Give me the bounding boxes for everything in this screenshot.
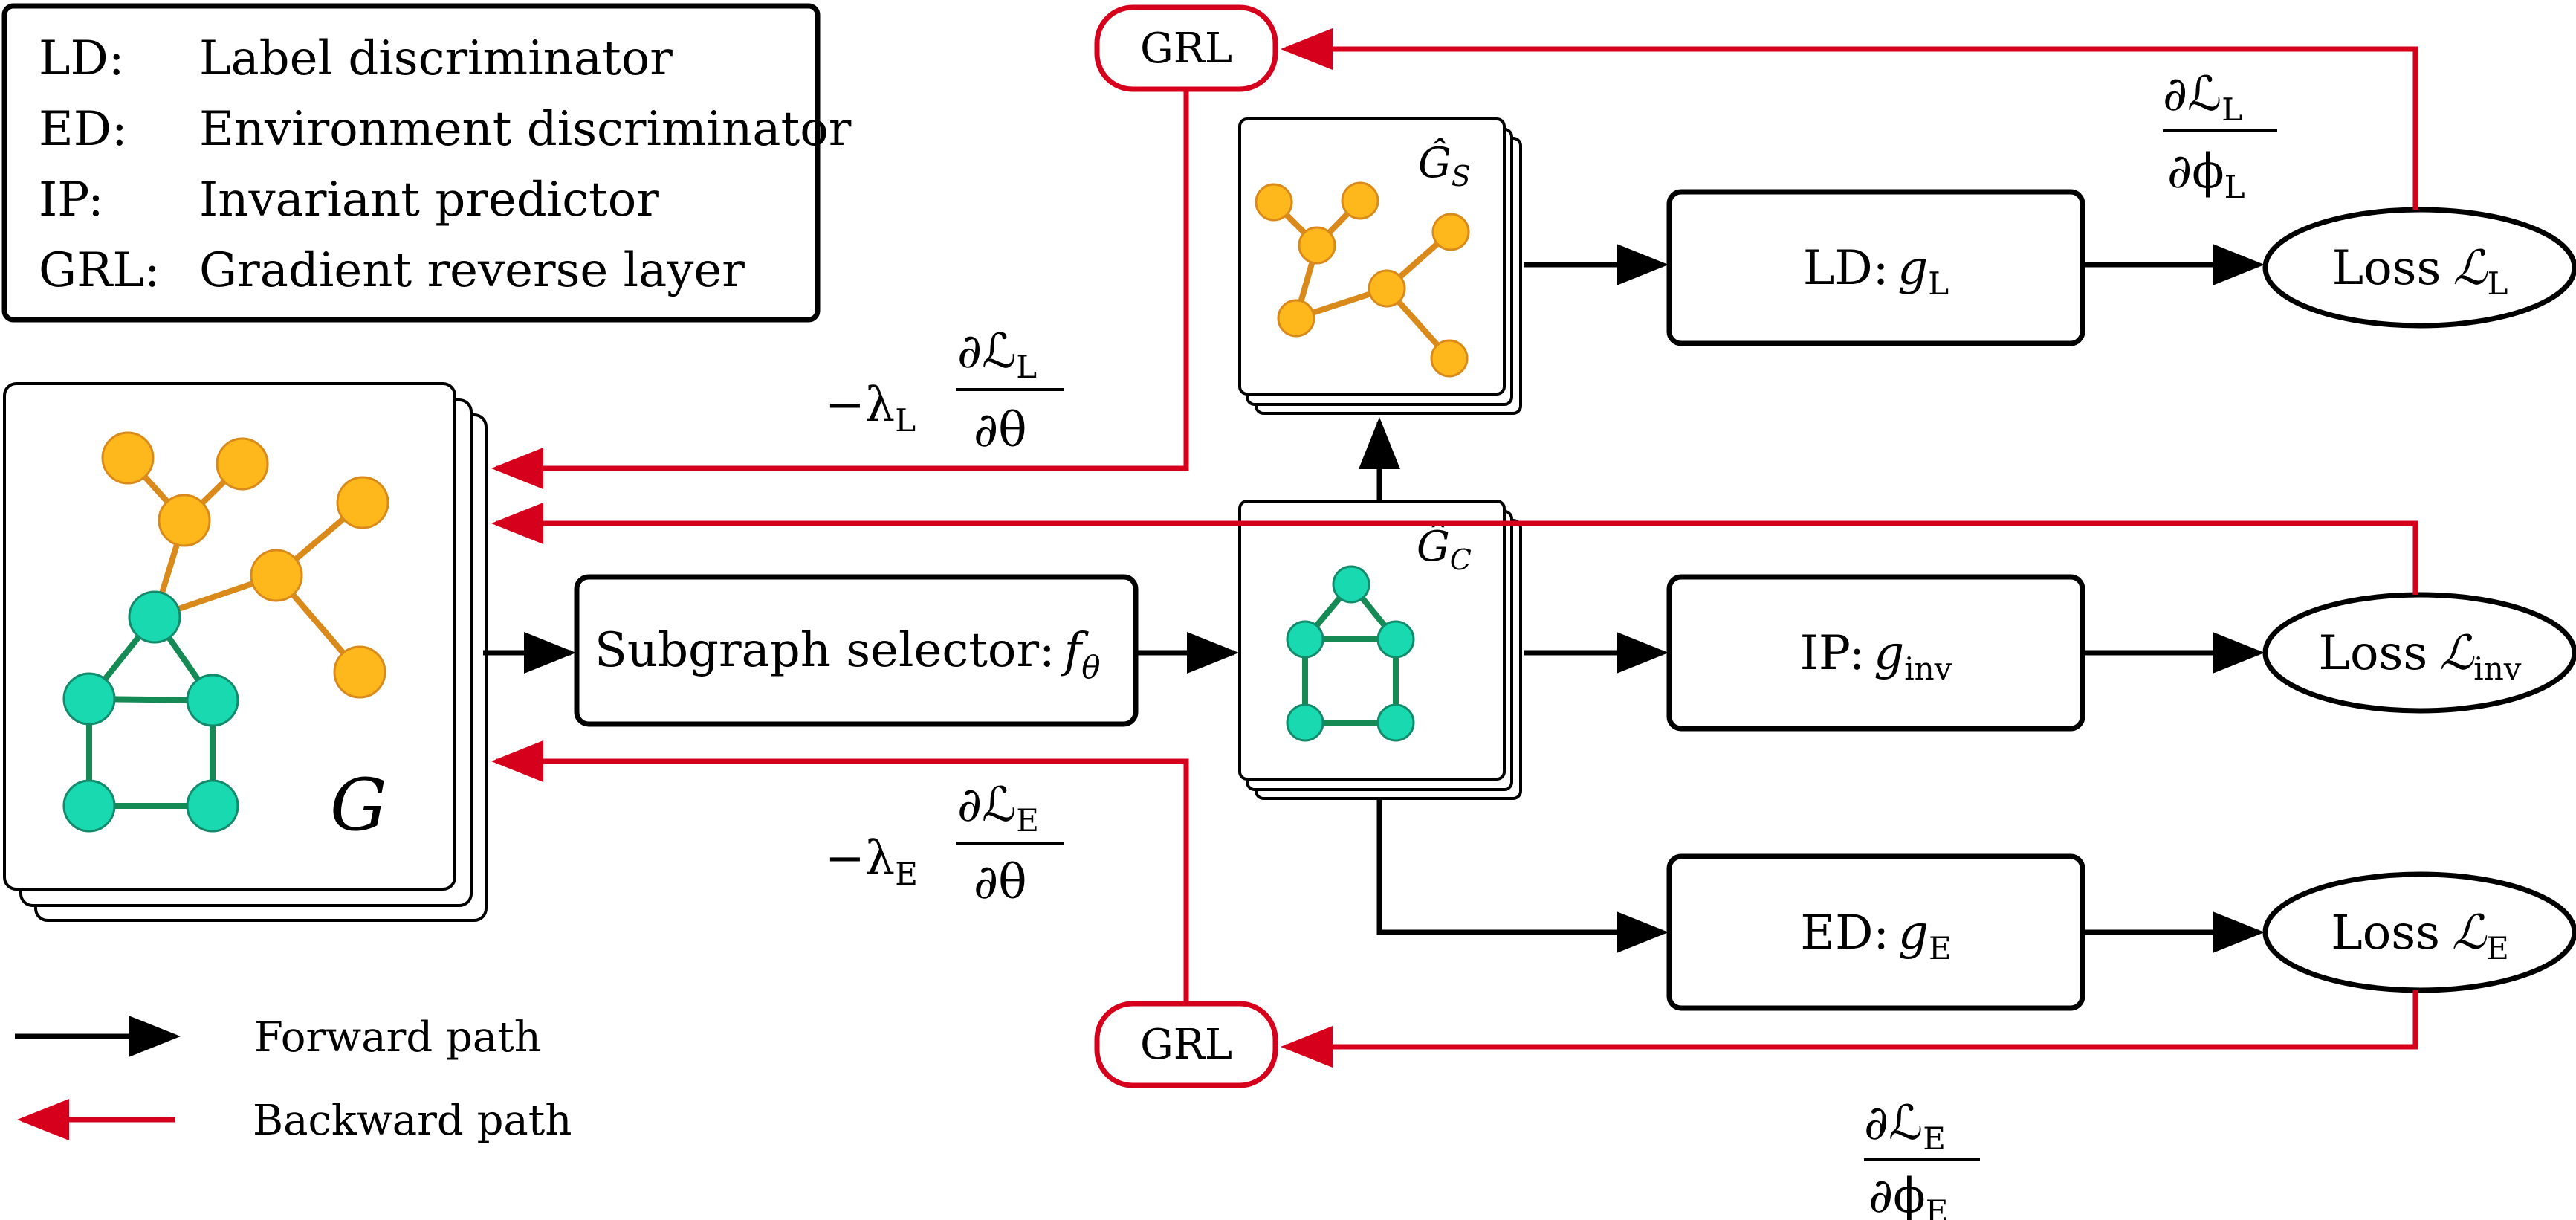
gs-label: ĜS <box>1418 138 1471 193</box>
path-legend: Forward path Backward path <box>15 1013 572 1145</box>
arrow-loss-inv-to-g <box>491 503 2418 595</box>
grad-e-phi-den: ∂ϕE <box>1868 1169 1948 1220</box>
grad-e-phi: ∂ℒE ∂ϕE <box>1864 1096 1980 1220</box>
gs-subgraph-stack: ĜS <box>1238 117 1522 415</box>
grad-e-theta-num: ∂ℒE <box>957 778 1039 839</box>
legend-abbr-grl: GRL: <box>39 243 160 298</box>
legend-abbr-ld: LD: <box>39 31 124 86</box>
input-graph-stack: G <box>3 382 488 922</box>
grad-l-phi: ∂ℒL ∂ϕL <box>2163 67 2277 205</box>
subgraph-selector-label: Subgraph selector:fθ <box>595 623 1101 685</box>
gc-subgraph-stack: ĜC <box>1238 500 1522 800</box>
grad-e-theta: −λE ∂ℒE ∂θ <box>825 778 1064 910</box>
grad-l-theta: −λL ∂ℒL ∂θ <box>825 324 1064 458</box>
grad-e-theta-prefix: −λE <box>825 831 918 892</box>
gc-label: ĜC <box>1417 521 1472 576</box>
ip-box: IP:ginv <box>1666 574 2085 732</box>
input-graph-nodes <box>62 431 389 833</box>
grad-l-theta-prefix: −λL <box>825 378 916 439</box>
arrow-loss-e-to-grl <box>1281 990 2418 1068</box>
grl-bottom-label: GRL <box>1140 1021 1232 1069</box>
ed-box: ED:gE <box>1666 853 2085 1011</box>
arrow-loss-l-to-grl <box>1281 28 2418 210</box>
grad-l-phi-den: ∂ϕL <box>2167 144 2245 205</box>
input-graph-label: G <box>330 764 387 847</box>
legend-desc-ed: Environment discriminator <box>199 102 852 157</box>
grl-top: GRL <box>1094 4 1278 92</box>
legend-desc-ld: Label discriminator <box>199 31 673 86</box>
forward-arrows <box>483 244 2265 953</box>
legend-desc-ip: Invariant predictor <box>199 172 659 227</box>
gs-subgraph-nodes <box>1255 181 1470 378</box>
grl-top-label: GRL <box>1140 25 1232 73</box>
legend-abbr-ed: ED: <box>39 102 128 157</box>
arrow-grl-to-g-top <box>491 91 1189 489</box>
grad-e-theta-den: ∂θ <box>974 855 1027 910</box>
ld-label: LD:gL <box>1803 241 1949 302</box>
backward-arrows <box>491 28 2418 1068</box>
grad-l-theta-num: ∂ℒL <box>957 324 1037 385</box>
arrow-gc-to-ed <box>1376 800 1669 953</box>
grad-e-phi-num: ∂ℒE <box>1864 1096 1946 1157</box>
grad-l-phi-num: ∂ℒL <box>2163 67 2242 128</box>
arrow-grl-to-g-bottom <box>491 740 1189 1002</box>
ld-box: LD:gL <box>1666 189 2085 346</box>
legend-box: LD: Label discriminator ED: Environment … <box>1 3 852 323</box>
ed-label: ED:gE <box>1800 906 1951 966</box>
grad-l-theta-den: ∂θ <box>974 403 1027 458</box>
ip-label: IP:ginv <box>1800 626 1952 687</box>
gc-subgraph-nodes <box>1286 565 1415 742</box>
legend-desc-grl: Gradient reverse layer <box>199 243 745 298</box>
legend-abbr-ip: IP: <box>39 172 104 227</box>
backward-path-label: Backward path <box>253 1097 572 1145</box>
subgraph-selector-box: Subgraph selector:fθ <box>574 574 1139 727</box>
forward-path-label: Forward path <box>254 1013 541 1062</box>
grl-bottom: GRL <box>1094 1001 1278 1088</box>
